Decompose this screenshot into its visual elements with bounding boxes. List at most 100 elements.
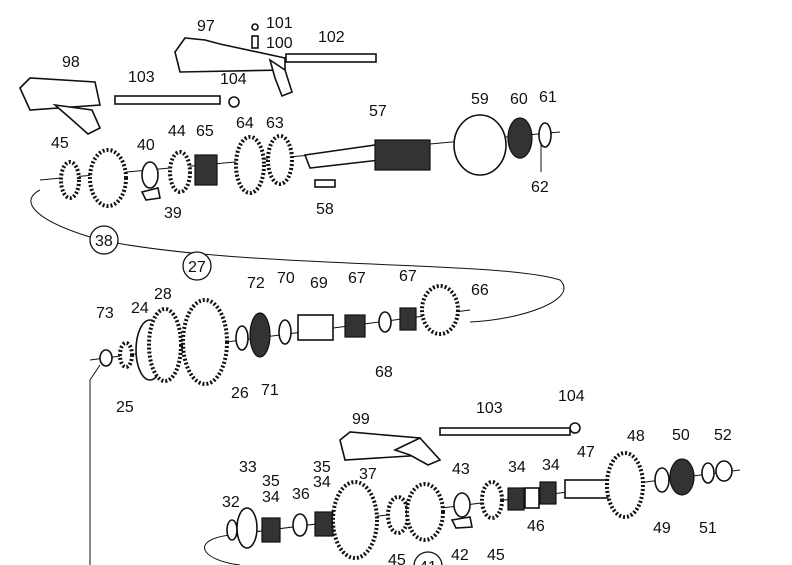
label-44: 44 — [168, 123, 186, 140]
label-65: 65 — [196, 123, 214, 140]
washer-33 — [236, 507, 258, 549]
spring-100 — [251, 35, 259, 49]
label-43: 43 — [452, 461, 470, 478]
washer-26 — [235, 325, 249, 351]
sprocket-28 — [147, 307, 183, 383]
washer-36 — [292, 513, 308, 537]
bearing-60 — [507, 117, 533, 159]
needle-bearing-67 — [344, 314, 366, 338]
label-28: 28 — [154, 286, 172, 303]
gear-48 — [605, 451, 645, 519]
key-39 — [140, 187, 161, 201]
label-45c: 45 — [487, 547, 505, 564]
circlip-40 — [141, 161, 159, 189]
label-42: 42 — [451, 547, 469, 564]
loop-down — [89, 364, 101, 565]
label-47: 47 — [577, 444, 595, 461]
bearing-housing-59 — [453, 114, 507, 176]
label-69: 69 — [310, 275, 328, 292]
label-27: 27 — [188, 259, 206, 276]
label-71: 71 — [261, 382, 279, 399]
label-98: 98 — [62, 54, 80, 71]
label-101: 101 — [266, 15, 293, 32]
label-32: 32 — [222, 494, 240, 511]
label-49: 49 — [653, 520, 671, 537]
label-70: 70 — [277, 270, 295, 287]
label-66: 66 — [471, 282, 489, 299]
assembly-loop — [30, 189, 565, 323]
label-67: 67 — [348, 270, 366, 287]
washer-25 — [118, 341, 134, 369]
label-39: 39 — [164, 205, 182, 222]
circled-label-27 — [182, 251, 212, 281]
label-61: 61 — [539, 89, 557, 106]
label-103: 103 — [128, 69, 155, 86]
ball-101 — [251, 23, 259, 31]
label-99: 99 — [352, 411, 370, 428]
lower-loop — [204, 534, 241, 565]
label-34: 34 — [262, 489, 280, 506]
needle-bearing-34c — [507, 487, 525, 511]
label-25: 25 — [116, 399, 134, 416]
label-104: 104 — [220, 71, 247, 88]
shift-rod-103b — [439, 427, 571, 436]
shift-fork-97 — [174, 37, 293, 98]
synchro-ring-45c — [480, 480, 504, 520]
synchro-ring-45 — [59, 160, 81, 200]
label-48: 48 — [627, 428, 645, 445]
needle-bearing-65 — [194, 154, 218, 186]
shift-fork-99 — [339, 431, 442, 466]
needle-bearing-34 — [261, 517, 281, 543]
label-35b: 35 — [313, 459, 331, 476]
circlip-32 — [226, 519, 238, 541]
key-58 — [314, 179, 336, 188]
circlip-43 — [453, 492, 471, 518]
nut-104b — [569, 422, 581, 434]
label-58: 58 — [316, 201, 334, 218]
label-40: 40 — [137, 137, 155, 154]
label-34d: 34 — [542, 457, 560, 474]
label-51: 51 — [699, 520, 717, 537]
synchro-hub-41 — [405, 482, 445, 542]
needle-bearing-67b — [399, 307, 417, 331]
gear-64 — [234, 135, 266, 195]
label-41: 41 — [419, 559, 437, 565]
label-52: 52 — [714, 427, 732, 444]
circled-label-38 — [89, 225, 119, 255]
label-63: 63 — [266, 115, 284, 132]
nut-73 — [99, 349, 113, 367]
label-57: 57 — [369, 103, 387, 120]
spacer-69 — [297, 314, 334, 341]
nut-104 — [228, 96, 240, 108]
label-34b: 34 — [313, 474, 331, 491]
gear-66 — [420, 284, 460, 336]
nut-52 — [715, 460, 733, 482]
synchro-ring-44 — [168, 150, 192, 194]
label-45: 45 — [51, 135, 69, 152]
label-45b: 45 — [388, 552, 406, 565]
label-67b: 67 — [399, 268, 417, 285]
washer-49 — [654, 467, 670, 493]
label-37: 37 — [359, 466, 377, 483]
bearing-72 — [249, 312, 271, 358]
key-42 — [450, 516, 473, 529]
gear-27 — [181, 298, 229, 386]
bush-46 — [524, 487, 540, 509]
washer-68 — [378, 311, 392, 333]
gear-63 — [266, 134, 294, 186]
shift-rod-102 — [285, 53, 377, 63]
label-97: 97 — [197, 18, 215, 35]
label-59: 59 — [471, 91, 489, 108]
needle-bearing-34b — [314, 511, 334, 537]
label-24: 24 — [131, 300, 149, 317]
ring-70 — [278, 319, 292, 345]
label-35: 35 — [262, 473, 280, 490]
label-38: 38 — [95, 233, 113, 250]
synchro-hub-38 — [88, 148, 128, 208]
bearing-50 — [669, 458, 695, 496]
label-62: 62 — [531, 179, 549, 196]
mainshaft-57 — [303, 144, 382, 169]
washer-51 — [701, 462, 715, 484]
label-68: 68 — [375, 364, 393, 381]
